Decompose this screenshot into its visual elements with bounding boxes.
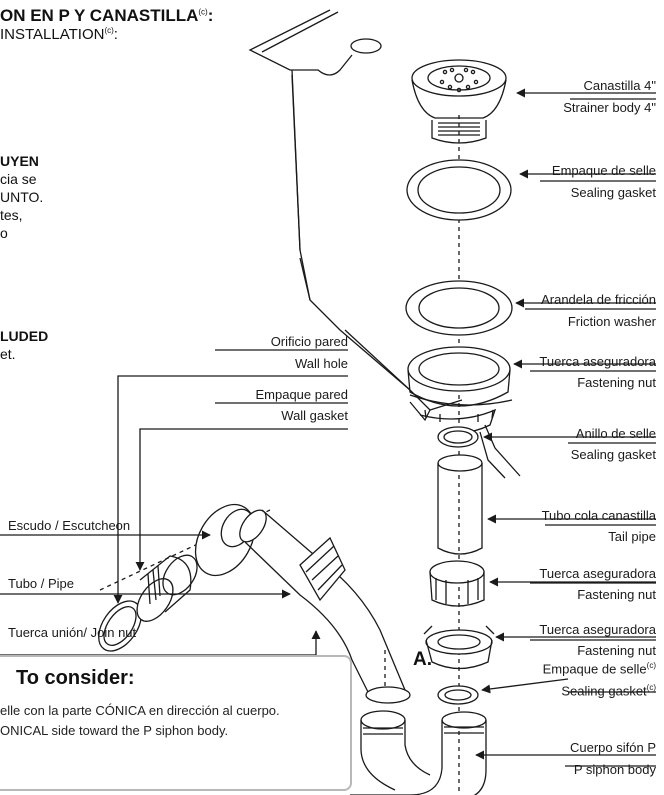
note-line-es: elle con la parte CÓNICA en dirección al… <box>0 703 280 718</box>
label-ring-en: Sealing gasket <box>570 447 656 462</box>
label-fasten2-en: Fastening nut <box>577 587 656 602</box>
sealing-ring <box>437 426 479 448</box>
label-sealing-en: Sealing gasket <box>570 185 656 200</box>
pipe-elbow <box>239 509 411 704</box>
fastening-nut-large <box>407 346 511 422</box>
label-wallhole-en: Wall hole <box>295 356 348 371</box>
side-fragment: o <box>0 225 8 241</box>
page-title: ON EN P Y CANASTILLA(c): <box>0 6 214 25</box>
label-wallhole-es: Orificio pared <box>270 334 348 349</box>
note-line-en: ONICAL side toward the P siphon body. <box>0 723 229 738</box>
fastening-nut-3 <box>423 625 495 670</box>
label-fasten2-es: Tuerca aseguradora <box>539 566 656 581</box>
side-fragment: tes, <box>0 207 23 223</box>
sealing-gasket-top <box>406 159 512 221</box>
label-pipe: Tubo / Pipe <box>8 576 75 591</box>
marker-a: A. <box>413 649 432 670</box>
side-fragment: cia se <box>0 171 37 187</box>
p-siphon-body <box>350 710 487 795</box>
side-fragment: UYEN <box>0 153 39 169</box>
callout-lines-right <box>475 88 656 760</box>
label-dividers <box>525 98 656 767</box>
side-fragment: et. <box>0 346 16 362</box>
sink-hole <box>350 38 382 54</box>
label-wallgasket-es: Empaque pared <box>255 387 348 402</box>
label-wallgasket-en: Wall gasket <box>281 408 348 423</box>
label-friction-en: Friction washer <box>567 314 656 329</box>
strainer-body <box>411 59 507 144</box>
label-friction-es: Arandela de fricción <box>541 292 656 307</box>
label-strainer-en: Strainer body 4" <box>563 100 656 115</box>
wall-gasket <box>136 554 198 622</box>
label-siphon-en: P siphon body <box>573 762 656 777</box>
wall-hole-ring <box>98 600 142 652</box>
label-join-nut: Tuerca unión/ Join nut <box>8 625 137 640</box>
note-box: To consider: elle con la parte CÓNICA en… <box>0 655 352 791</box>
side-fragment: UNTO. <box>0 189 44 205</box>
conical-gasket <box>437 685 479 705</box>
label-siphon-es: Cuerpo sifón P <box>570 740 656 755</box>
label-tail-es: Tubo cola canastilla <box>541 508 656 523</box>
page-subtitle: INSTALLATION(c): <box>0 26 118 43</box>
tail-pipe <box>437 454 483 555</box>
label-fasten3-en: Fastening nut <box>577 643 656 658</box>
label-gasket-en: Sealing gasket(c) <box>561 683 656 699</box>
note-title: To consider: <box>16 667 135 689</box>
label-fasten1-es: Tuerca aseguradora <box>539 354 656 369</box>
label-tail-en: Tail pipe <box>608 529 656 544</box>
label-escutcheon: Escudo / Escutcheon <box>8 518 131 533</box>
label-fasten1-en: Fastening nut <box>577 375 656 390</box>
callout-lines-left <box>0 349 348 656</box>
label-sealing-es: Empaque de selle <box>551 163 656 178</box>
friction-washer <box>405 280 513 336</box>
side-fragment: LUDED <box>0 328 49 344</box>
fastening-nut-2 <box>429 560 485 607</box>
label-fasten3-es: Tuerca aseguradora <box>539 622 656 637</box>
label-gasket-es: Empaque de selle(c) <box>542 661 656 677</box>
label-strainer-es: Canastilla 4" <box>583 78 656 93</box>
label-ring-es: Anillo de selle <box>575 426 656 441</box>
